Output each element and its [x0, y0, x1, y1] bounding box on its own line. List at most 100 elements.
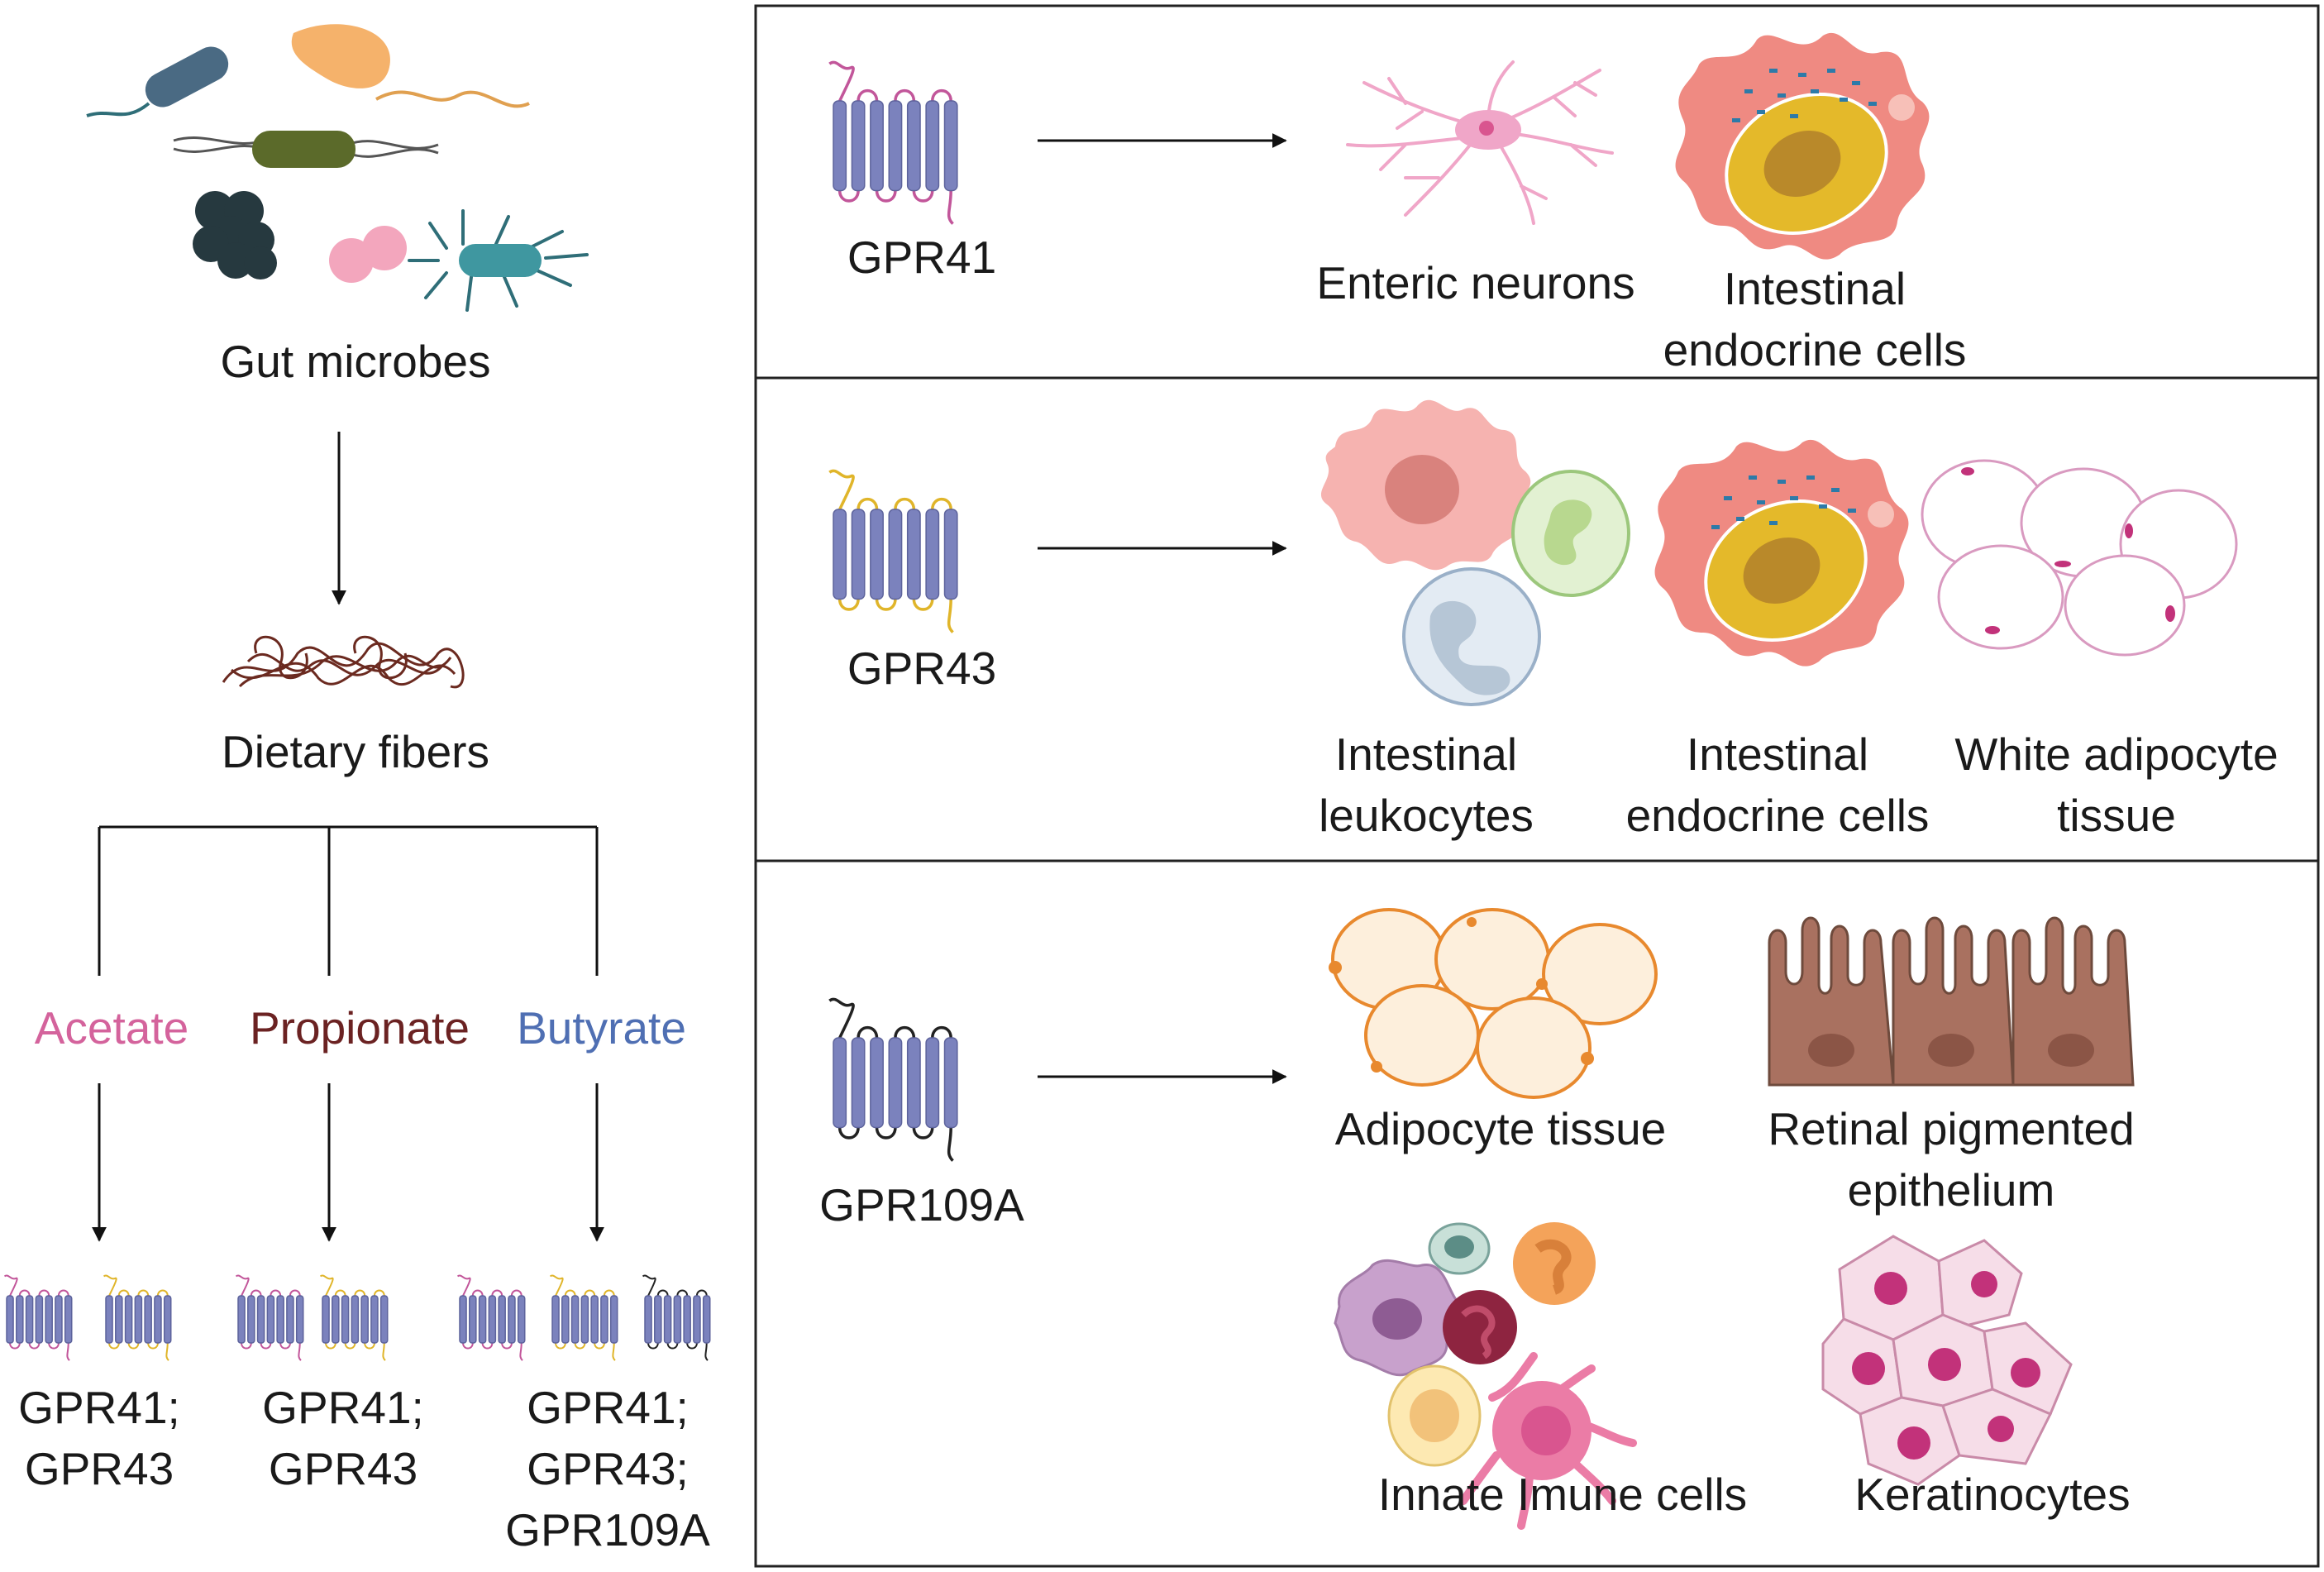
propionate-receptor-2: GPR43: [268, 1443, 418, 1494]
endocrine-cell-gpr41-illustration: [1675, 32, 1930, 260]
transmembrane-helix: [154, 1295, 162, 1344]
transmembrane-helix: [673, 1295, 682, 1344]
acetate-receptor-2: GPR43: [24, 1443, 174, 1494]
transmembrane-helix: [286, 1295, 294, 1344]
transmembrane-helix: [943, 1037, 958, 1129]
gpr43-receptor-icon: [828, 469, 958, 633]
transmembrane-helix: [906, 509, 921, 600]
panel-frame-gpr41: [754, 4, 2320, 380]
transmembrane-helix: [551, 1295, 560, 1344]
transmembrane-helix: [247, 1295, 255, 1344]
receptor-loops: [642, 1274, 709, 1361]
transmembrane-helix: [25, 1295, 34, 1344]
gpr41-receptor-icon: [828, 60, 958, 225]
transmembrane-helix: [654, 1295, 662, 1344]
innate-immune-cells-illustration: [1334, 1222, 1637, 1530]
dietary-fibers-label: Dietary fibers: [222, 726, 489, 777]
receptor-7tm-gpr41: [828, 60, 958, 225]
transmembrane-helix: [379, 1295, 389, 1344]
innate-immune-cells-label: Innate Imune cells: [1377, 1469, 1748, 1520]
transmembrane-helix: [332, 1295, 340, 1344]
transmembrane-helix: [609, 1295, 618, 1344]
transmembrane-helix: [16, 1295, 24, 1344]
transmembrane-helix: [351, 1295, 360, 1344]
transmembrane-helix: [266, 1295, 275, 1344]
white-adipocyte-illustration: [1921, 459, 2238, 657]
transmembrane-helix: [64, 1295, 73, 1344]
transmembrane-helix: [124, 1295, 133, 1344]
receptor-7tm-acetate-gpr43: [103, 1274, 172, 1361]
transmembrane-helix: [925, 1037, 940, 1129]
transmembrane-helix: [833, 509, 847, 600]
enteric-neuron-illustration: [1346, 60, 1614, 225]
receptor-loops: [828, 997, 954, 1162]
transmembrane-helix: [478, 1295, 487, 1344]
receptor-7tm-butyrate-gpr41: [456, 1274, 526, 1361]
butyrate-receptors-icon: [456, 1274, 711, 1361]
transmembrane-helix: [488, 1295, 497, 1344]
butyrate-receptor-list: GPR41; GPR43; GPR109A: [496, 1377, 719, 1560]
transmembrane-helix: [590, 1295, 599, 1344]
transmembrane-helix: [851, 509, 866, 600]
retinal-epithelium-illustration: [1768, 916, 2135, 1087]
receptor-7tm-acetate-gpr41: [3, 1274, 73, 1361]
transmembrane-helix: [683, 1295, 691, 1344]
adipocyte-tissue-label: Adipocyte tissue: [1334, 1103, 1667, 1154]
butyrate-receptor-2: GPR43;: [527, 1443, 689, 1494]
transmembrane-helix: [663, 1295, 672, 1344]
transmembrane-helix: [888, 1037, 903, 1129]
receptor-loops: [235, 1274, 302, 1361]
gpr109a-receptor-icon: [828, 997, 958, 1162]
receptor-7tm-gpr43: [828, 469, 958, 633]
retinal-epithelium-label: Retinal pigmented epithelium: [1768, 1103, 2135, 1216]
transmembrane-helix: [888, 100, 903, 192]
propionate-receptor-list: GPR41; GPR43: [244, 1377, 442, 1499]
transmembrane-helix: [144, 1295, 152, 1344]
receptor-7tm-butyrate-gpr109a: [642, 1274, 711, 1361]
transmembrane-helix: [276, 1295, 284, 1344]
transmembrane-helix: [45, 1295, 53, 1344]
transmembrane-helix: [115, 1295, 123, 1344]
transmembrane-helix: [570, 1295, 580, 1344]
receptor-loops: [103, 1274, 169, 1361]
gut-microbes-illustration: [86, 24, 589, 312]
propionate-receptors-icon: [235, 1274, 389, 1361]
transmembrane-helix: [561, 1295, 570, 1344]
transmembrane-helix: [870, 1037, 884, 1129]
dietary-fibers-illustration: [222, 635, 465, 689]
intestinal-leukocytes-illustration: [1320, 399, 1630, 706]
white-adipocyte-label: White adipocyte tissue: [1954, 729, 2279, 841]
transmembrane-helix: [256, 1295, 265, 1344]
transmembrane-helix: [105, 1295, 113, 1344]
receptor-7tm-propionate-gpr43: [319, 1274, 389, 1361]
transmembrane-helix: [237, 1295, 246, 1344]
transmembrane-helix: [644, 1295, 652, 1344]
receptor-loops: [828, 469, 954, 633]
transmembrane-helix: [360, 1295, 369, 1344]
butyrate-receptor-3: GPR109A: [505, 1504, 710, 1555]
transmembrane-helix: [833, 1037, 847, 1129]
propionate-label: Propionate: [249, 1002, 470, 1054]
transmembrane-helix: [55, 1295, 63, 1344]
transmembrane-helix: [851, 1037, 866, 1129]
transmembrane-helix: [35, 1295, 44, 1344]
receptor-loops: [828, 60, 954, 225]
receptor-loops: [3, 1274, 70, 1361]
transmembrane-helix: [925, 509, 940, 600]
keratinocytes-illustration: [1821, 1235, 2073, 1486]
acetate-receptor-list: GPR41; GPR43: [0, 1377, 198, 1499]
acetate-receptor-1: GPR41;: [18, 1382, 180, 1433]
transmembrane-helix: [508, 1295, 516, 1344]
receptor-loops: [549, 1274, 616, 1361]
transmembrane-helix: [888, 509, 903, 600]
transmembrane-helix: [943, 100, 958, 192]
transmembrane-helix: [469, 1295, 477, 1344]
transmembrane-helix: [870, 100, 884, 192]
transmembrane-helix: [6, 1295, 14, 1344]
receptor-7tm-propionate-gpr41: [235, 1274, 304, 1361]
transmembrane-helix: [833, 100, 847, 192]
gpr43-label: GPR43: [847, 643, 997, 694]
transmembrane-helix: [906, 1037, 921, 1129]
